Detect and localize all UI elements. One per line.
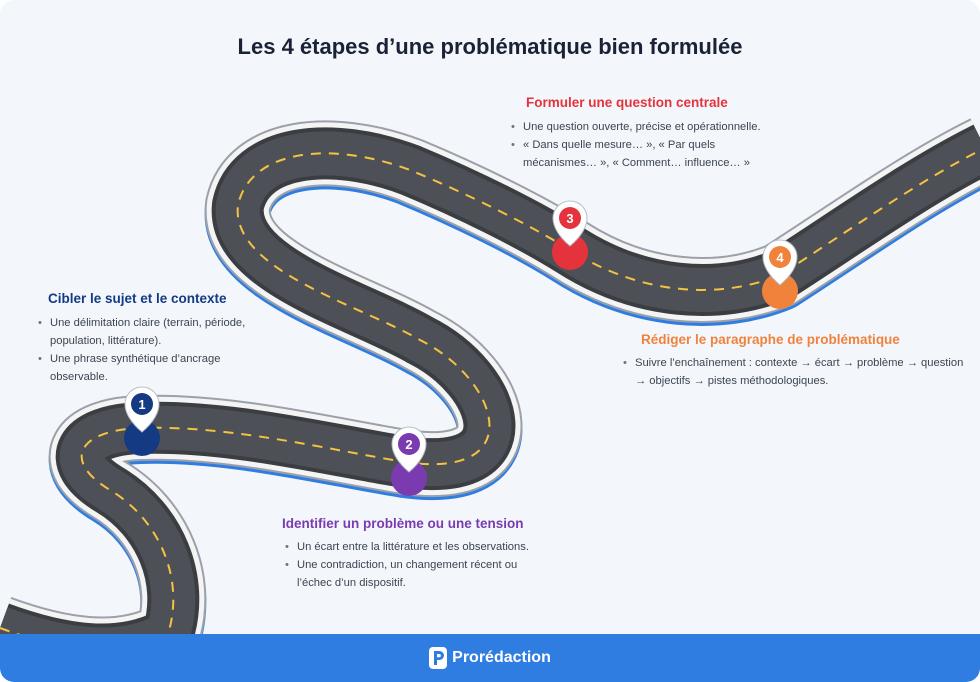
step-3-bullet: Une question ouverte, précise et opérati…: [509, 118, 779, 136]
brand-mark-icon: [429, 647, 448, 669]
step-1-number: 1: [138, 397, 145, 412]
step-4-title: Rédiger le paragraphe de problématique: [641, 332, 900, 347]
step-1-bullets: Une délimitation claire (terrain, périod…: [36, 314, 266, 386]
step-3-title: Formuler une question centrale: [526, 95, 728, 110]
brand-logo[interactable]: Prorédaction: [0, 634, 980, 682]
step-3-bullet: « Dans quelle mesure… », « Par quels méc…: [509, 136, 779, 172]
footer-bar: Prorédaction: [0, 634, 980, 682]
step-2-badge: [398, 433, 420, 455]
step-2-marker: 2: [391, 426, 427, 496]
step-2-dot: [391, 460, 427, 496]
step-4-bullet: Suivre l’enchaînement : contexte → écart…: [621, 354, 966, 390]
step-1-title: Cibler le sujet et le contexte: [48, 291, 227, 306]
step-1-badge: [131, 393, 153, 415]
step-4-marker: 4: [762, 239, 798, 309]
step-2-title: Identifier un problème ou une tension: [282, 516, 524, 531]
step-1-bullet: Une délimitation claire (terrain, périod…: [36, 314, 266, 350]
step-4-dot: [762, 273, 798, 309]
step-1-bullet: Une phrase synthétique d’ancrage observa…: [36, 350, 266, 386]
brand-name: Prorédaction: [452, 649, 551, 666]
step-3-badge: [559, 207, 581, 229]
step-1-dot: [124, 420, 160, 456]
step-3-dot: [552, 234, 588, 270]
step-2-bullet: Une contradiction, un changement récent …: [283, 556, 553, 592]
step-4-number: 4: [776, 250, 784, 265]
page-title: Les 4 étapes d’une problématique bien fo…: [237, 34, 743, 59]
step-3-bullets: Une question ouverte, précise et opérati…: [509, 118, 779, 172]
step-4-bullets: Suivre l’enchaînement : contexte → écart…: [621, 354, 966, 390]
step-4-badge: [769, 246, 791, 268]
step-2-bullet: Un écart entre la littérature et les obs…: [283, 538, 553, 556]
step-3-marker: 3: [552, 200, 588, 270]
road-path: [0, 118, 980, 634]
step-3-number: 3: [566, 211, 573, 226]
step-1-marker: 1: [124, 386, 160, 456]
step-2-bullets: Un écart entre la littérature et les obs…: [283, 538, 553, 592]
step-2-number: 2: [405, 437, 412, 452]
winding-road: 1 2 3 4: [0, 118, 980, 634]
